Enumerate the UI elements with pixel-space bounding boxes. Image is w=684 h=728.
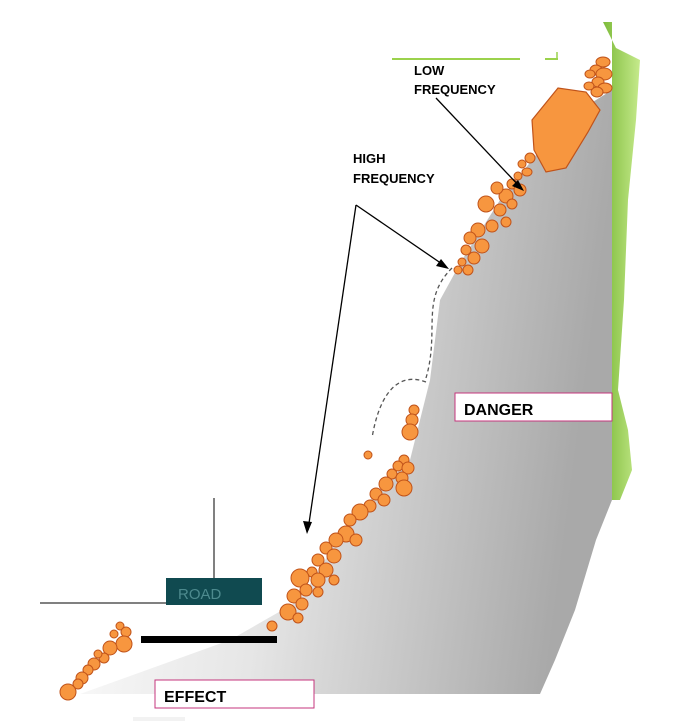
orange-boulder-icon xyxy=(72,678,84,690)
orange-boulder-icon xyxy=(467,251,481,265)
orange-boulder-icon xyxy=(595,56,611,68)
rockfall-trajectory-upper xyxy=(425,267,453,379)
danger-box xyxy=(454,392,613,422)
high-frequency-label: HIGH FREQUENCY xyxy=(353,151,435,186)
orange-boulder-icon xyxy=(490,181,504,195)
orange-boulder-icon xyxy=(463,231,477,245)
orange-boulder-icon xyxy=(408,404,420,416)
effect-box xyxy=(154,679,315,709)
orange-boulder-icon xyxy=(401,423,419,441)
orange-boulder-icon xyxy=(328,574,340,586)
orange-boulder-icon xyxy=(583,81,595,91)
vegetation-strip xyxy=(603,22,640,500)
high-frequency-arrow-upper xyxy=(355,204,446,267)
orange-boulder-icon xyxy=(343,513,357,527)
orange-boulder-icon xyxy=(590,86,604,98)
orange-boulder-icon xyxy=(311,553,325,567)
orange-boulder-icon xyxy=(310,572,326,588)
orange-boulder-icon xyxy=(506,198,518,210)
road-label: ROAD xyxy=(178,586,222,603)
danger-label: DANGER xyxy=(464,402,534,419)
orange-boulder-icon xyxy=(102,640,118,656)
orange-boulder-icon xyxy=(401,461,415,475)
effect-label: EFFECT xyxy=(164,689,226,706)
orange-boulder-icon xyxy=(457,257,467,267)
orange-boulder-icon xyxy=(460,244,472,256)
orange-boulder-icon xyxy=(279,603,297,621)
orange-boulder-icon xyxy=(513,171,523,181)
high-frequency-arrow-lower xyxy=(307,204,357,531)
orange-boulder-icon xyxy=(395,479,413,497)
orange-boulder-icon xyxy=(521,167,533,177)
orange-boulder-icon xyxy=(377,493,391,507)
low-frequency-arrow xyxy=(435,97,522,189)
orange-boulder-icon xyxy=(477,195,495,213)
orange-boulder-icon xyxy=(299,583,313,597)
low-frequency-arrowhead xyxy=(512,180,524,191)
orange-boulder-icon xyxy=(59,683,77,701)
road-box xyxy=(166,578,262,605)
orange-boulder-icon xyxy=(93,649,103,659)
orange-boulder-icon xyxy=(524,152,536,164)
orange-boulder-icon xyxy=(115,635,133,653)
effect-box-shadow xyxy=(133,717,185,721)
orange-boulder-icon xyxy=(485,219,499,233)
rockfall-trajectory-lower xyxy=(371,378,427,439)
orange-boulder-icon xyxy=(584,69,596,79)
rock-clusters xyxy=(59,56,613,701)
orange-boulder-icon xyxy=(82,664,94,676)
orange-boulder-icon xyxy=(328,532,344,548)
low-frequency-label: LOW FREQUENCY xyxy=(414,63,496,97)
orange-boulder-icon xyxy=(292,612,304,624)
orange-boulder-icon xyxy=(318,562,334,578)
orange-boulder-icon xyxy=(115,621,125,631)
orange-boulder-icon xyxy=(517,159,527,169)
road-surface xyxy=(141,636,277,643)
orange-boulder-icon xyxy=(266,620,278,632)
orange-boulder-icon xyxy=(326,548,342,564)
orange-boulder-icon xyxy=(453,265,463,275)
orange-boulder-icon xyxy=(290,568,310,588)
high-frequency-arrowhead-lower xyxy=(303,521,312,534)
orange-boulder-icon xyxy=(474,238,490,254)
orange-boulder-icon xyxy=(295,597,309,611)
orange-boulder-icon xyxy=(351,503,369,521)
orange-boulder-icon xyxy=(500,216,512,228)
high-frequency-arrowhead-upper xyxy=(436,259,449,269)
orange-boulder-icon xyxy=(363,450,373,460)
large-rock-block xyxy=(531,87,601,173)
orange-boulder-icon xyxy=(120,626,132,638)
orange-boulder-icon xyxy=(109,629,119,639)
orange-boulder-icon xyxy=(349,533,363,547)
orange-boulder-icon xyxy=(462,264,474,276)
orange-boulder-icon xyxy=(378,476,394,492)
orange-boulder-icon xyxy=(493,203,507,217)
orange-boulder-icon xyxy=(312,586,324,598)
